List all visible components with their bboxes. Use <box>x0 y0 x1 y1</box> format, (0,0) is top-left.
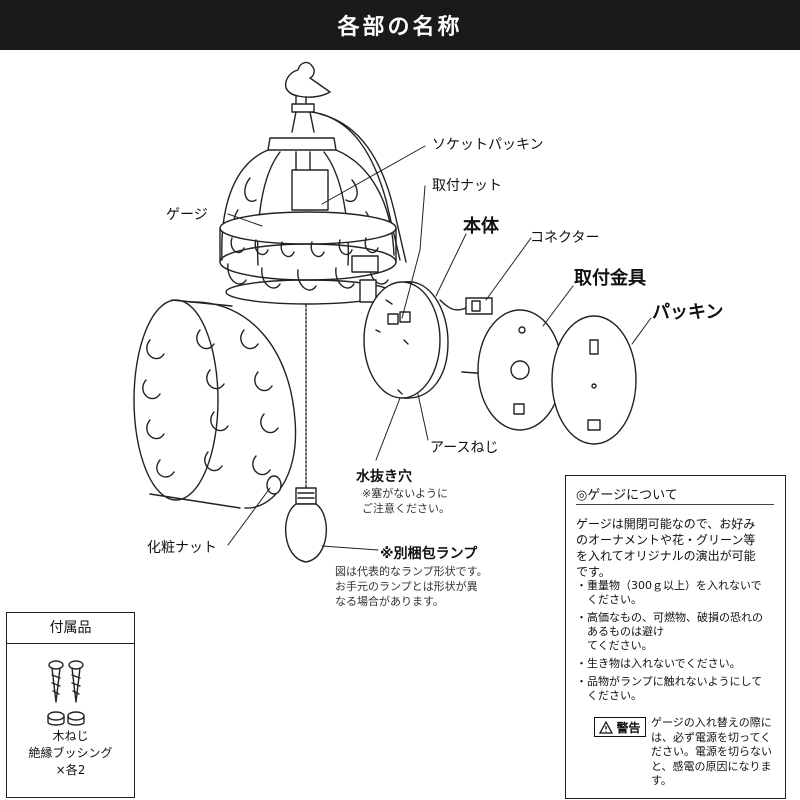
note-lamp: 図は代表的なランプ形状です。 お手元のランプとは形状が異 なる場合があります。 <box>335 564 488 609</box>
label-socket-packing: ソケットパッキン <box>432 137 544 153</box>
header-bar: 各部の名称 <box>0 0 800 50</box>
gauge-notes-box: ◎ゲージについて ゲージは開閉可能なので、お好み のオーナメントや花・グリーン等… <box>565 475 786 799</box>
note-lamp-line: お手元のランプとは形状が異 <box>335 580 478 593</box>
note-drain-hole-line: ※塞がないように <box>362 487 448 500</box>
list-item-line: てください。 <box>576 639 653 652</box>
warning-text-line: と、感電の原因になりま <box>651 759 772 773</box>
label-decorative-nut: 化粧ナット <box>147 540 217 556</box>
note-drain-hole: ※塞がないように ご注意ください。 <box>362 486 450 516</box>
warning-triangle-icon <box>599 720 614 734</box>
accessories-box: 付属品 木ねじ 絶縁ブッシング ×各2 <box>6 612 135 798</box>
label-lamp: ※別梱包ランプ <box>380 546 478 562</box>
warning-badge: 警告 <box>594 717 646 737</box>
list-item-line: ・高価なもの、可燃物、破損の恐れの <box>576 611 763 624</box>
warning-badge-label: 警告 <box>616 720 641 735</box>
accessories-caption-line: 木ねじ <box>52 729 89 743</box>
wood-screw-icons <box>48 660 84 703</box>
accessories-caption-line: ×各2 <box>55 763 86 777</box>
bushing-icons <box>47 711 85 726</box>
connector <box>439 297 493 315</box>
gauge-body-line: のオーナメントや花・グリーン等 <box>576 533 756 547</box>
mounting-bracket <box>477 309 563 431</box>
list-item-line: ・品物がランプに触れないようにして <box>576 675 763 688</box>
label-earth-screw: アースねじ <box>430 440 499 456</box>
gauge-notes-title: ◎ゲージについて <box>576 488 678 503</box>
list-item-line: ・重量物（300ｇ以上）を入れないで <box>576 579 762 592</box>
list-item-line: ください。 <box>576 593 642 606</box>
list-item-line: あるものは避け <box>576 625 664 638</box>
list-item-line: ・生き物は入れないでください。 <box>576 657 741 670</box>
warning-text-line: は、必ず電源を切ってく <box>651 730 772 744</box>
label-body: 本体 <box>463 216 499 237</box>
warning-text-line: す。 <box>651 774 672 787</box>
gauge-notes-body: ゲージは開閉可能なので、お好み のオーナメントや花・グリーン等 を入れてオリジナ… <box>576 516 776 580</box>
list-item: ・生き物は入れないでください。 <box>576 657 781 671</box>
gauge-body-line: です。 <box>576 565 611 579</box>
warning-text-line: ださい。電源を切らない <box>651 745 772 758</box>
list-item: ・品物がランプに触れないようにして ください。 <box>576 675 781 703</box>
label-packing: パッキン <box>652 302 724 323</box>
leader-lines <box>227 145 652 551</box>
lower-shade <box>133 299 297 509</box>
list-item: ・高価なもの、可燃物、破損の恐れの あるものは避け てください。 <box>576 611 781 653</box>
gauge-body-line: ゲージは開閉可能なので、お好み <box>576 517 756 531</box>
accessories-title: 付属品 <box>7 613 134 644</box>
label-gauge: ゲージ <box>166 207 208 223</box>
lamp-diagram <box>47 61 652 726</box>
label-connector: コネクター <box>530 230 600 246</box>
note-lamp-line: 図は代表的なランプ形状です。 <box>335 565 488 578</box>
packing-disc <box>551 315 637 445</box>
lamp-bulb <box>284 487 328 563</box>
gauge-body-line: を入れてオリジナルの演出が可能 <box>576 549 756 563</box>
divider <box>576 504 774 505</box>
note-lamp-line: なる場合があります。 <box>335 595 444 608</box>
list-item-line: ください。 <box>576 689 642 702</box>
label-mounting-bracket: 取付金具 <box>574 268 646 289</box>
page-title: 各部の名称 <box>337 15 463 40</box>
cage <box>219 137 397 305</box>
accessories-caption-line: 絶縁ブッシング <box>28 746 113 760</box>
bird-finial <box>284 61 331 113</box>
list-item: ・重量物（300ｇ以上）を入れないで ください。 <box>576 579 781 607</box>
label-mounting-nut: 取付ナット <box>432 178 502 194</box>
gauge-notes-list: ・重量物（300ｇ以上）を入れないで ください。 ・高価なもの、可燃物、破損の恐… <box>576 579 781 707</box>
note-drain-hole-line: ご注意ください。 <box>362 502 450 515</box>
body-canopy <box>363 281 449 399</box>
warning-text-line: ゲージの入れ替えの際に <box>651 716 772 729</box>
label-drain-hole: 水抜き穴 <box>356 469 412 485</box>
warning-text: ゲージの入れ替えの際に は、必ず電源を切ってく ださい。電源を切らない と、感電… <box>651 716 781 789</box>
